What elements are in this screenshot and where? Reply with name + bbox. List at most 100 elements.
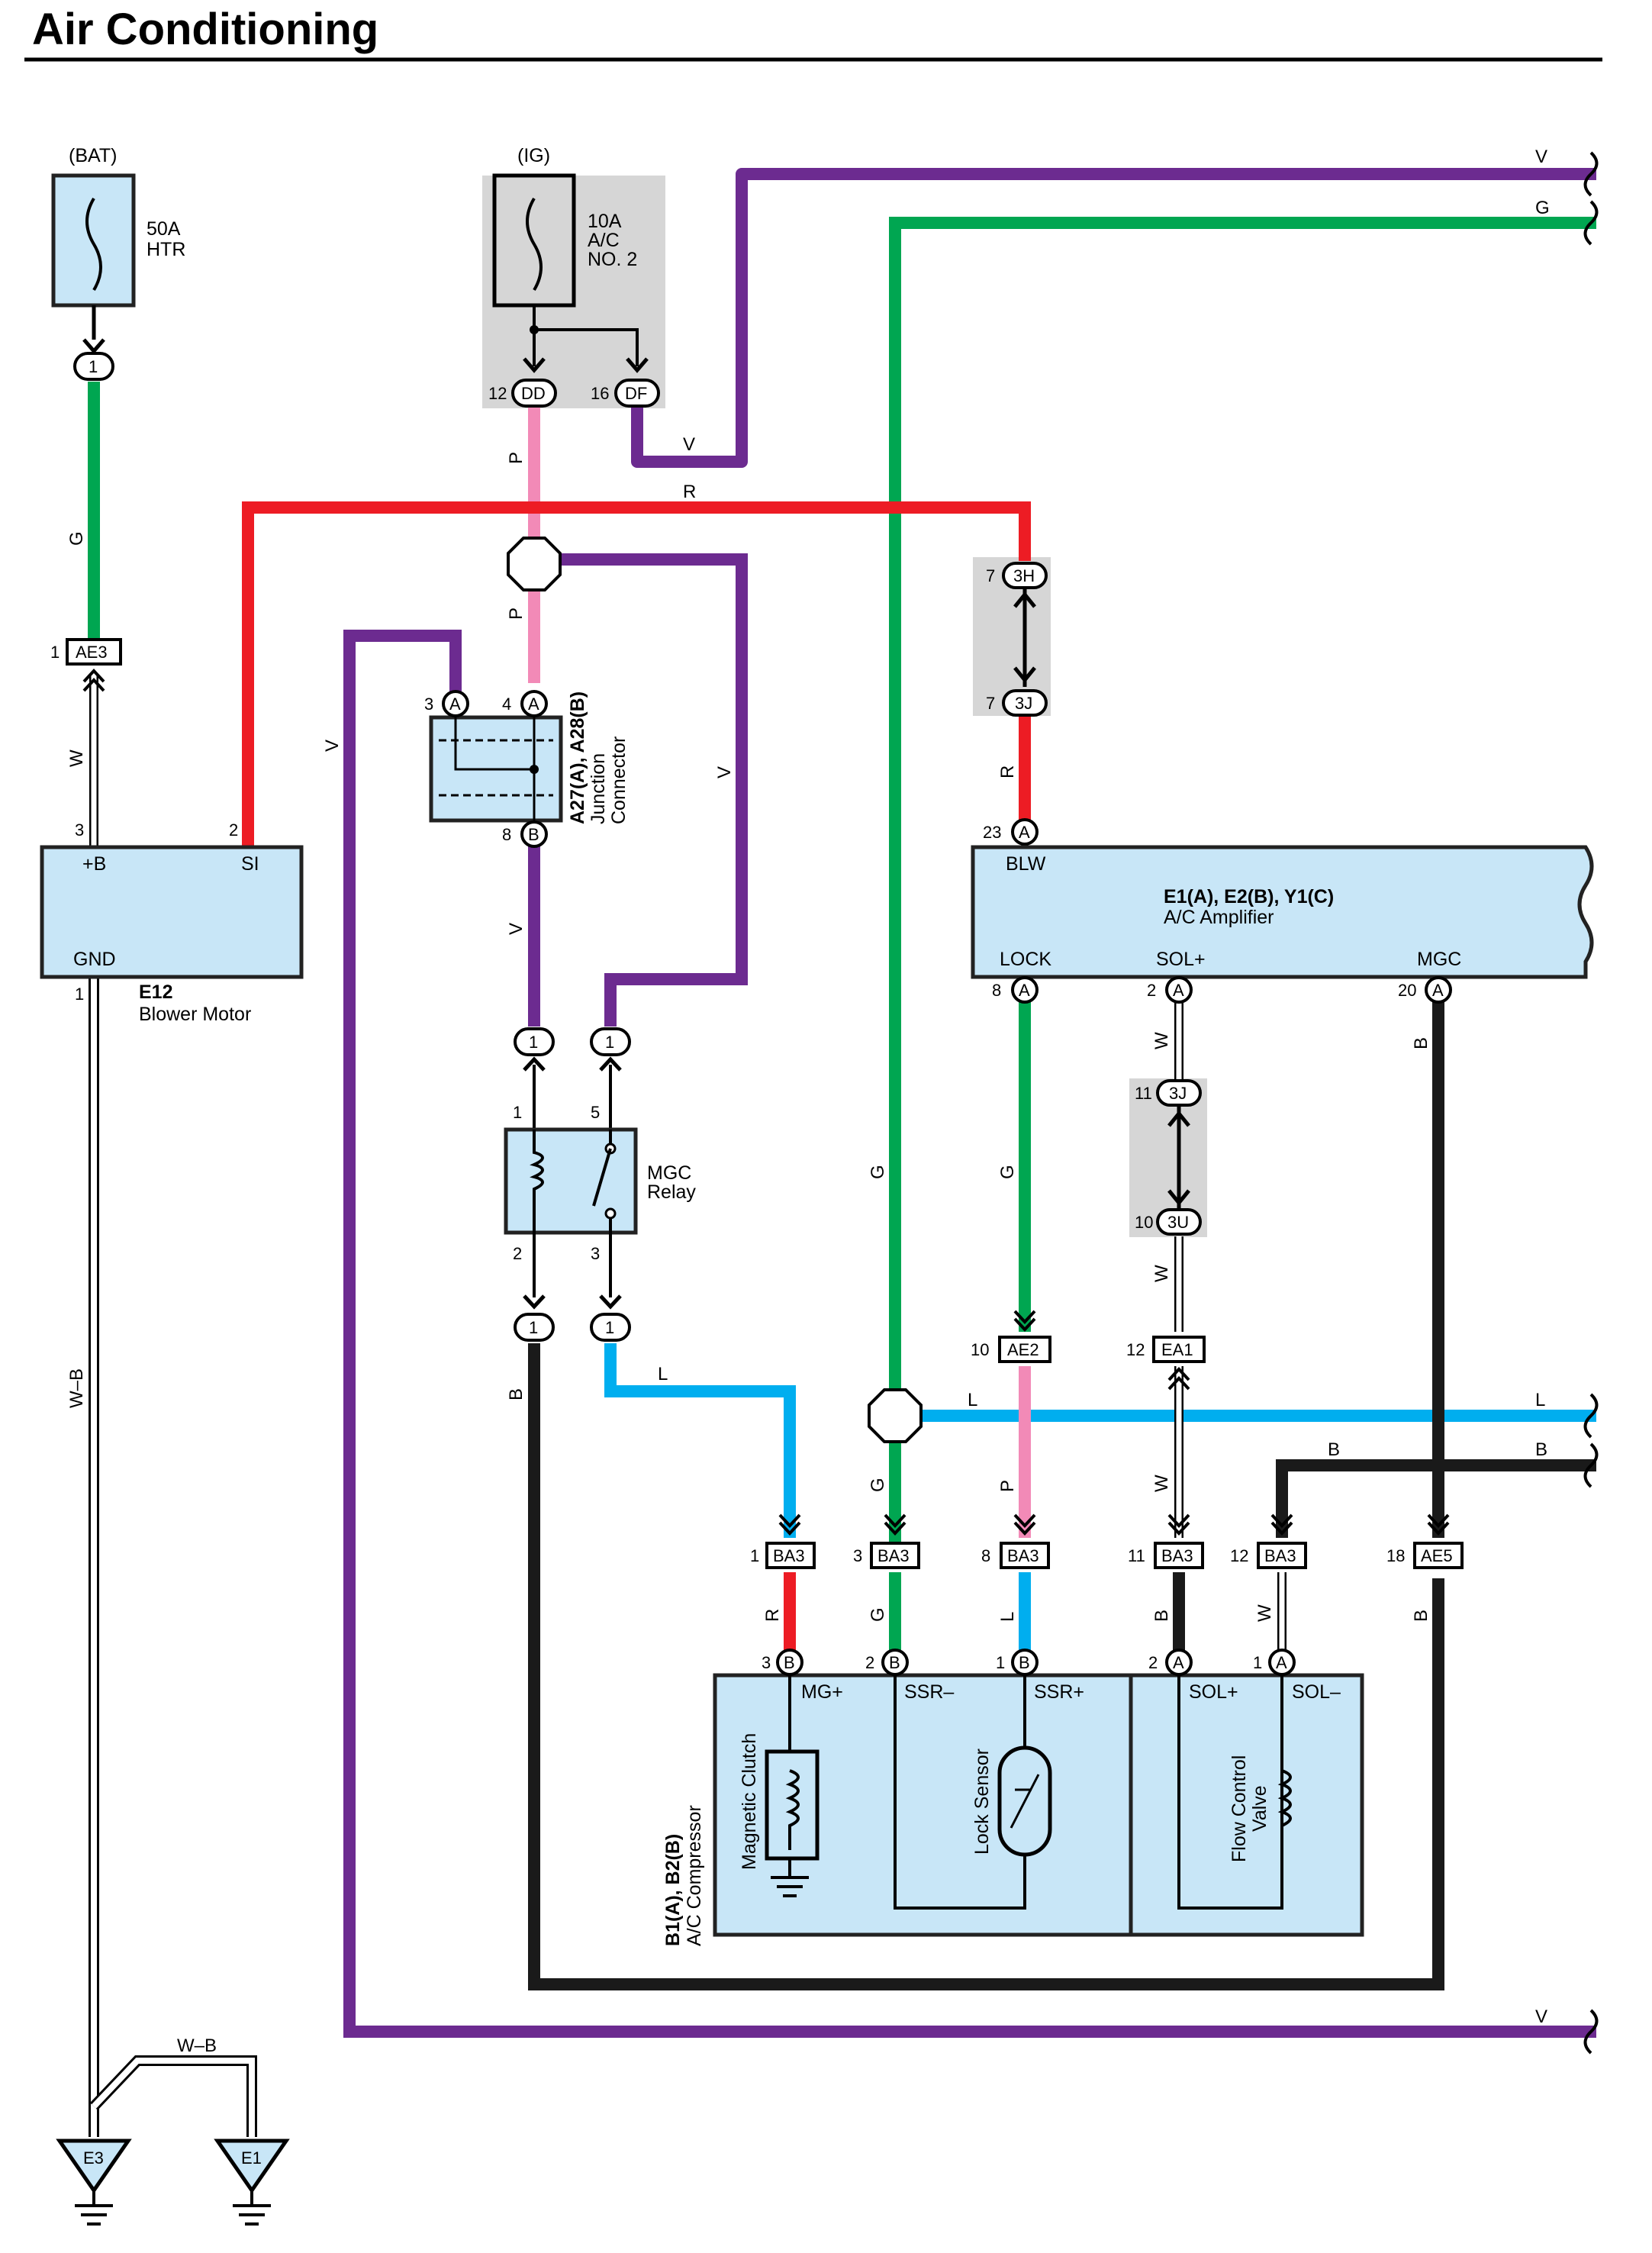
relay-conn-1a-label: 1 <box>529 1033 538 1052</box>
wl-v-long: V <box>322 740 343 752</box>
pin-3j-11: 11 <box>1135 1084 1152 1103</box>
jc-pin-3: 3 <box>424 695 433 714</box>
wl-v-df: V <box>683 434 695 455</box>
relay-arrow-1 <box>523 1056 546 1072</box>
pin-ea1-12: 12 <box>1126 1340 1145 1359</box>
blower-name: Blower Motor <box>139 1004 251 1025</box>
comp-term-solm: SOL– <box>1292 1681 1341 1703</box>
jc-pin-4: 4 <box>502 695 511 714</box>
comp-pin-a2 <box>1165 1649 1193 1676</box>
connector-3j-bottom-label: 3J <box>1169 1084 1187 1103</box>
amp-pin-a20-label: A <box>1432 981 1444 1000</box>
jc-name1: Junction <box>588 753 609 824</box>
wl-l-ssrp: L <box>997 1612 1018 1622</box>
wire-wb-e1 <box>89 2055 257 2137</box>
splice-p-v <box>507 537 562 591</box>
pin-df-16: 16 <box>591 384 609 403</box>
amp-pin-a23-label: A <box>1019 823 1030 842</box>
ground-e3 <box>56 2139 132 2194</box>
comp-pin-a1-label: A <box>1276 1653 1287 1672</box>
clutch-coil <box>785 1769 800 1850</box>
pin-ba3-12: 12 <box>1230 1546 1248 1565</box>
comp-pin-b3-label: B <box>784 1653 795 1672</box>
clutch-frame <box>765 1749 820 1861</box>
jc-pin-a3 <box>442 690 469 717</box>
pin-3j-7: 7 <box>986 694 995 713</box>
df-arrow <box>626 357 649 373</box>
connector-df <box>614 379 660 408</box>
ac-compressor-valve-section <box>1129 1673 1364 1937</box>
comp-pin-b1-label: B <box>1019 1653 1030 1672</box>
comp-valve-label1: Flow Control <box>1229 1755 1250 1862</box>
comp-pin-2: 2 <box>865 1653 874 1672</box>
comp-pin-3: 3 <box>762 1653 771 1672</box>
connector-dd <box>511 379 557 408</box>
amp-pin-8: 8 <box>992 981 1001 1000</box>
wire-l-relay <box>604 1343 796 1538</box>
blower-motor <box>40 845 304 979</box>
wire-color-labels: V G V R G W P P V V V R W B G G W W–B B … <box>66 147 1550 2056</box>
pin-blower-2: 2 <box>229 820 238 840</box>
connector-ba3-12-label: BA3 <box>1264 1546 1296 1565</box>
relay-conn-1b <box>590 1027 631 1056</box>
connector-ba3-3-label: BA3 <box>878 1546 910 1565</box>
clutch-ground-icon <box>771 1876 809 1897</box>
ground-e3-icon <box>75 2204 113 2226</box>
wire-b-right <box>1276 1459 1596 1538</box>
amp-pin-a2-label: A <box>1173 981 1184 1000</box>
wl-v-bottom: V <box>1535 2006 1547 2027</box>
relay-arrow-4 <box>599 1294 622 1310</box>
mgc-relay <box>504 1127 638 1235</box>
wl-g-ssrm: G <box>868 1607 888 1622</box>
jc-node <box>530 765 539 774</box>
ae3-arrow <box>82 669 105 692</box>
wl-l-relay: L <box>658 1364 668 1384</box>
comp-pin-a1 <box>1268 1649 1296 1676</box>
ba3-arrows <box>778 1513 1450 1536</box>
relay-pin-2: 2 <box>513 1244 522 1263</box>
relay-name2: Relay <box>647 1181 696 1203</box>
wl-b-right2: B <box>1535 1439 1547 1460</box>
amp-pin-a23 <box>1011 818 1039 846</box>
jc-pin-a3-label: A <box>449 695 461 714</box>
amp-pin-a20 <box>1425 976 1452 1004</box>
wire-wb-e1-core <box>92 2058 255 2137</box>
connector-ba3-8-label: BA3 <box>1007 1546 1039 1565</box>
dd-arrow <box>523 357 546 373</box>
sensor-loop <box>894 1675 1026 1910</box>
jc-code: A27(A), A28(B) <box>567 691 588 824</box>
amp-term-lock: LOCK <box>1000 949 1051 970</box>
jc-pin-a4 <box>520 690 548 717</box>
relay-arrow-3 <box>523 1294 546 1310</box>
link-3j3u-arrows <box>1167 1110 1190 1206</box>
comp-pin-1a: 1 <box>1253 1653 1262 1672</box>
connector-ba3-11 <box>1154 1542 1204 1569</box>
jc-name2: Connector <box>608 736 630 824</box>
wl-r-mg: R <box>762 1609 783 1622</box>
amp-code: E1(A), E2(B), Y1(C) <box>1164 886 1334 907</box>
wl-b-solp: B <box>1151 1610 1172 1622</box>
jc-pin-a4-label: A <box>528 695 539 714</box>
wl-w-sol3: W <box>1151 1475 1172 1492</box>
comp-pin-b1 <box>1011 1649 1039 1676</box>
comp-pin-b2 <box>881 1649 909 1676</box>
wl-g-lock: G <box>997 1165 1018 1179</box>
wl-l-across2: L <box>1535 1390 1545 1410</box>
connector-3u <box>1156 1208 1202 1236</box>
relay-conn-1c <box>514 1313 555 1342</box>
wl-wb: W–B <box>66 1368 87 1408</box>
wl-b-loop: B <box>506 1388 527 1400</box>
comp-term-ssrm: SSR– <box>904 1681 954 1703</box>
wl-wb-e1: W–B <box>177 2035 217 2056</box>
connector-ba3-1 <box>765 1542 816 1569</box>
wl-b-ae5: B <box>1411 1610 1431 1622</box>
wl-v-relay1: V <box>506 923 527 935</box>
wl-r-amp: R <box>997 766 1018 778</box>
pin-blower-3: 3 <box>75 820 84 840</box>
valve-loop <box>1177 1675 1283 1910</box>
relay-arrow-2 <box>599 1056 622 1072</box>
fuse-ac-split <box>533 305 639 366</box>
wl-w-sol2: W <box>1151 1265 1172 1282</box>
lock-sensor-icon <box>1010 1774 1040 1829</box>
